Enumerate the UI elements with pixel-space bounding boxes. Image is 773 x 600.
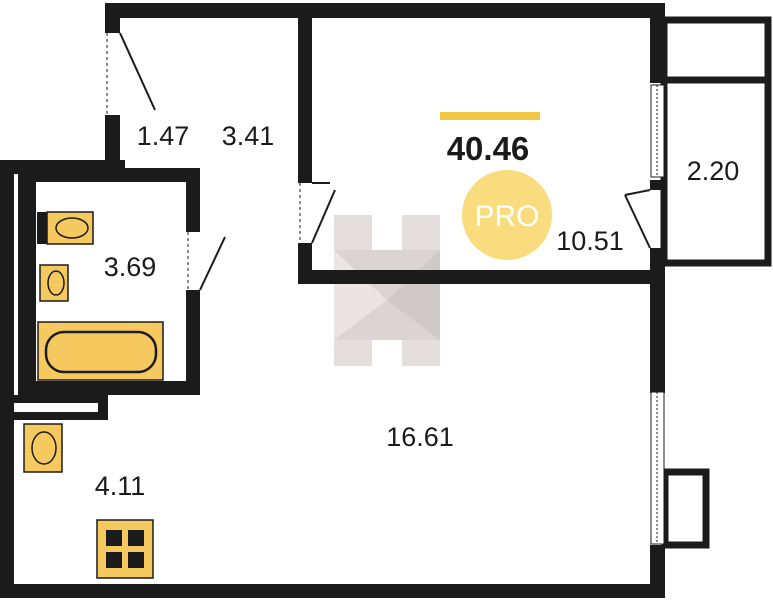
watermark-logo-icon [334, 215, 440, 366]
pro-badge [462, 170, 552, 260]
room-area-balcony: 2.20 [687, 156, 740, 186]
total-area: 40.46 [447, 130, 530, 167]
room-area-hallway: 3.41 [222, 121, 275, 151]
bay-window-ledge [661, 468, 710, 549]
bathtub-icon [37, 321, 164, 381]
walls [0, 3, 665, 598]
room-area-living: 16.61 [386, 422, 454, 452]
pro-badge-label: PRO [474, 200, 539, 233]
toilet-icon [37, 211, 94, 245]
stove-icon [96, 519, 154, 579]
sink-icon [39, 264, 69, 302]
sink-icon [23, 423, 63, 473]
accent-bar [440, 112, 540, 120]
room-area-bathroom: 3.69 [104, 252, 157, 282]
door-icon [106, 32, 651, 291]
balcony [660, 16, 772, 267]
room-area-corridor: 1.47 [137, 121, 190, 151]
room-area-bedroom: 10.51 [556, 226, 624, 256]
room-area-kitchen: 4.11 [95, 471, 146, 501]
